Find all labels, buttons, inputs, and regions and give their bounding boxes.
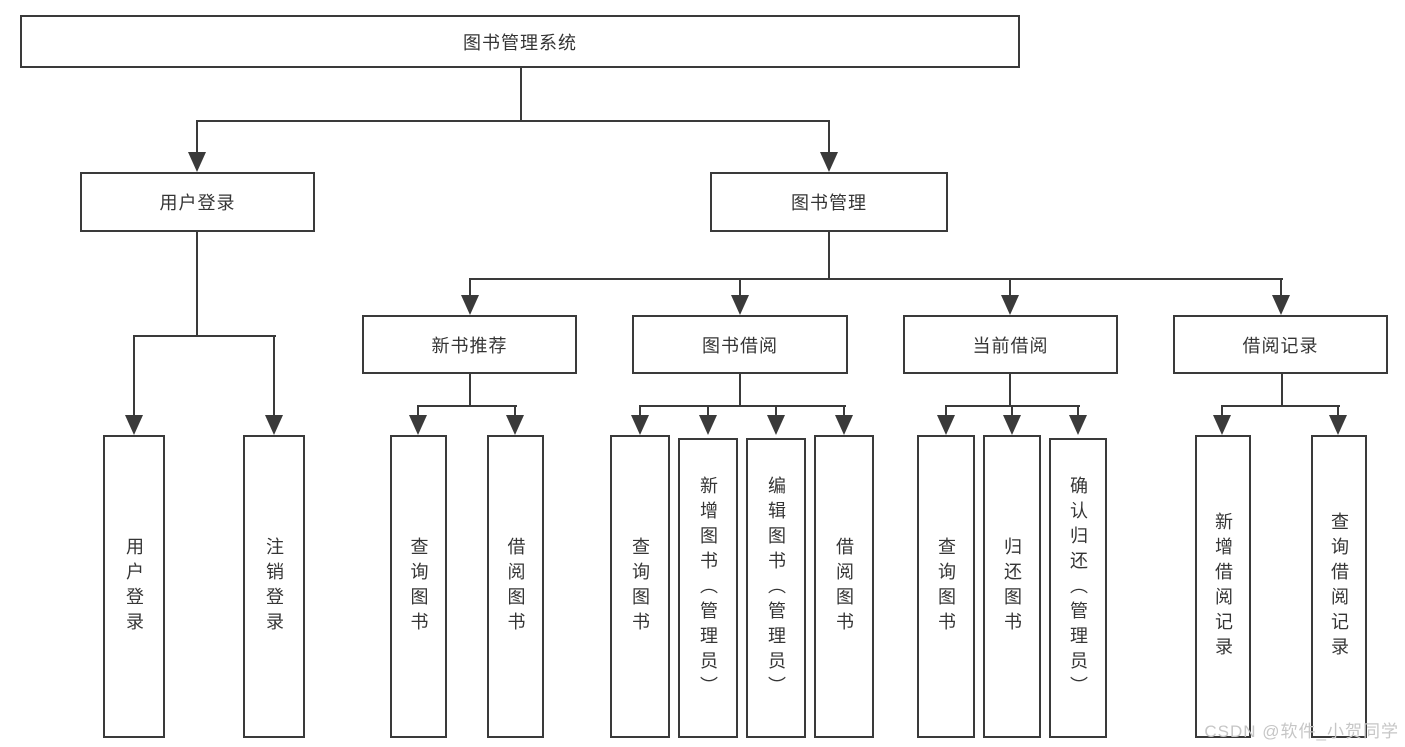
arrow-down-icon (125, 415, 143, 435)
node-label: 新增借阅记录 (1213, 511, 1233, 662)
leaf-logout: 注销登录 (243, 435, 305, 738)
arrow-down-icon (265, 415, 283, 435)
arrow-down-icon (1213, 415, 1231, 435)
node-label: 借阅图书 (834, 536, 854, 637)
csdn-watermark: CSDN @软件_小贺同学 (1204, 722, 1399, 741)
connector-root-trunk (520, 68, 522, 121)
leaf-add-borrow-record: 新增借阅记录 (1195, 435, 1251, 738)
connector-book-borrow-trunk (739, 374, 741, 407)
connector-drop-user-login (196, 120, 198, 154)
connector-drop-new-book (469, 278, 471, 297)
leaf-borrow-books-recommend: 借阅图书 (487, 435, 544, 738)
connector-new-book-branch (417, 405, 517, 407)
node-label: 注销登录 (264, 536, 284, 637)
connector-drop-current-borrow (1009, 278, 1011, 297)
node-book-borrowing: 图书借阅 (632, 315, 848, 374)
connector-borrow-records-branch (1221, 405, 1340, 407)
node-label: 借阅记录 (1242, 335, 1319, 356)
connector-drop (639, 405, 641, 417)
arrow-down-icon (409, 415, 427, 435)
node-label: 当前借阅 (972, 335, 1049, 356)
arrow-down-icon (188, 152, 206, 172)
node-new-book-recommend: 新书推荐 (362, 315, 577, 374)
connector-drop (1011, 405, 1013, 417)
node-current-borrowing: 当前借阅 (903, 315, 1118, 374)
node-borrowing-records: 借阅记录 (1173, 315, 1388, 374)
connector-drop (843, 405, 845, 417)
leaf-return-book: 归还图书 (983, 435, 1041, 738)
connector-drop (775, 405, 777, 417)
connector-user-login-trunk (196, 232, 198, 337)
connector-drop-borrow-records (1280, 278, 1282, 297)
node-label: 查询图书 (408, 536, 429, 637)
leaf-borrow-books: 借阅图书 (814, 435, 874, 738)
arrow-down-icon (1272, 295, 1290, 315)
connector-drop-book-mgmt (828, 120, 830, 154)
connector-drop (514, 405, 516, 417)
arrow-down-icon (1003, 415, 1021, 435)
connector-root-branch (196, 120, 830, 122)
connector-book-borrow-branch (639, 405, 846, 407)
connector-drop-book-borrow (739, 278, 741, 297)
leaf-confirm-return-admin: 确认归还（管理员） (1049, 438, 1107, 738)
node-library-management-system: 图书管理系统 (20, 15, 1020, 68)
node-label: 编辑图书（管理员） (766, 475, 786, 701)
arrow-down-icon (937, 415, 955, 435)
node-book-management: 图书管理 (710, 172, 948, 232)
leaf-query-books-current: 查询图书 (917, 435, 975, 738)
node-label: 新书推荐 (431, 335, 508, 356)
leaf-user-login: 用户登录 (103, 435, 165, 738)
arrow-down-icon (767, 415, 785, 435)
node-label: 图书管理 (791, 193, 867, 213)
node-label: 查询图书 (936, 536, 956, 637)
connector-drop (945, 405, 947, 417)
leaf-add-book-admin: 新增图书（管理员） (678, 438, 738, 738)
node-label: 查询图书 (630, 536, 650, 637)
connector-book-mgmt-branch (469, 278, 1283, 280)
connector-drop (417, 405, 419, 417)
arrow-down-icon (1329, 415, 1347, 435)
arrow-down-icon (820, 152, 838, 172)
node-label: 图书借阅 (702, 335, 778, 356)
node-label: 确认归还（管理员） (1068, 475, 1088, 701)
connector-new-book-trunk (469, 374, 471, 407)
connector-borrow-records-trunk (1281, 374, 1283, 407)
connector-current-borrow-trunk (1009, 374, 1011, 407)
node-label: 用户登录 (159, 193, 236, 213)
node-label: 用户登录 (124, 536, 144, 637)
node-label: 查询借阅记录 (1329, 511, 1349, 662)
connector-drop (1077, 405, 1079, 417)
connector-drop (1221, 405, 1223, 417)
node-label: 归还图书 (1002, 536, 1022, 637)
node-label: 新增图书（管理员） (698, 475, 718, 701)
connector-drop-leaf-logout (273, 335, 275, 417)
node-label: 借阅图书 (505, 536, 526, 637)
connector-book-mgmt-trunk (828, 232, 830, 280)
leaf-query-books-borrow: 查询图书 (610, 435, 670, 738)
node-label: 图书管理系统 (463, 32, 577, 53)
leaf-query-books-recommend: 查询图书 (390, 435, 447, 738)
connector-drop-leaf-user-login (133, 335, 135, 417)
arrow-down-icon (699, 415, 717, 435)
arrow-down-icon (1069, 415, 1087, 435)
connector-drop (1337, 405, 1339, 417)
arrow-down-icon (835, 415, 853, 435)
connector-drop (707, 405, 709, 417)
connector-user-login-branch (133, 335, 276, 337)
arrow-down-icon (506, 415, 524, 435)
arrow-down-icon (731, 295, 749, 315)
arrow-down-icon (1001, 295, 1019, 315)
arrow-down-icon (631, 415, 649, 435)
node-user-login: 用户登录 (80, 172, 315, 232)
leaf-query-borrow-record: 查询借阅记录 (1311, 435, 1367, 738)
arrow-down-icon (461, 295, 479, 315)
leaf-edit-book-admin: 编辑图书（管理员） (746, 438, 806, 738)
